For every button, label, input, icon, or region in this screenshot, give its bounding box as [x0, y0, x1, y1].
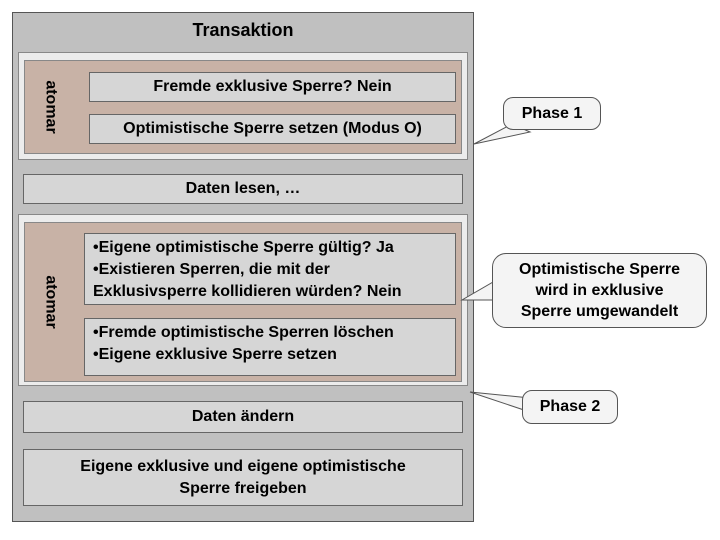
read-data-step: Daten lesen, …	[23, 174, 463, 204]
check-line: Exklusivsperre kollidieren würden? Nein	[93, 283, 402, 300]
transaction-title: Transaktion	[192, 20, 294, 40]
phase2-callout-pointer	[469, 391, 531, 413]
check-line: •Eigene optimistische Sperre gültig? Ja	[93, 239, 394, 256]
action-line: •Eigene exklusive Sperre setzen	[93, 346, 337, 363]
conversion-callout-line: Sperre umgewandelt	[520, 303, 679, 320]
lock-conversion-callout: Optimistische Sperre wird in exklusive S…	[492, 253, 707, 328]
lock-conversion-actions: •Fremde optimistische Sperren löschen •E…	[84, 318, 456, 376]
release-line: Sperre freigeben	[179, 479, 307, 497]
release-line: Eigene exklusive und eigene optimistisch…	[80, 457, 406, 475]
conversion-callout-line: Optimistische Sperre	[519, 261, 680, 278]
conversion-callout-line: wird in exklusive	[535, 282, 664, 299]
set-optimistic-lock-step: Optimistische Sperre setzen (Modus O)	[89, 114, 456, 144]
lock-validation-check: •Eigene optimistische Sperre gültig? Ja …	[84, 233, 456, 305]
check-foreign-exclusive-lock-step: Fremde exklusive Sperre? Nein	[89, 72, 456, 102]
release-locks-step: Eigene exklusive und eigene optimistisch…	[23, 449, 463, 506]
phase1-callout: Phase 1	[503, 97, 601, 130]
action-line: •Fremde optimistische Sperren löschen	[93, 324, 394, 341]
check-line: •Existieren Sperren, die mit der	[93, 261, 330, 278]
phase2-callout: Phase 2	[522, 390, 618, 424]
change-data-step: Daten ändern	[23, 401, 463, 433]
